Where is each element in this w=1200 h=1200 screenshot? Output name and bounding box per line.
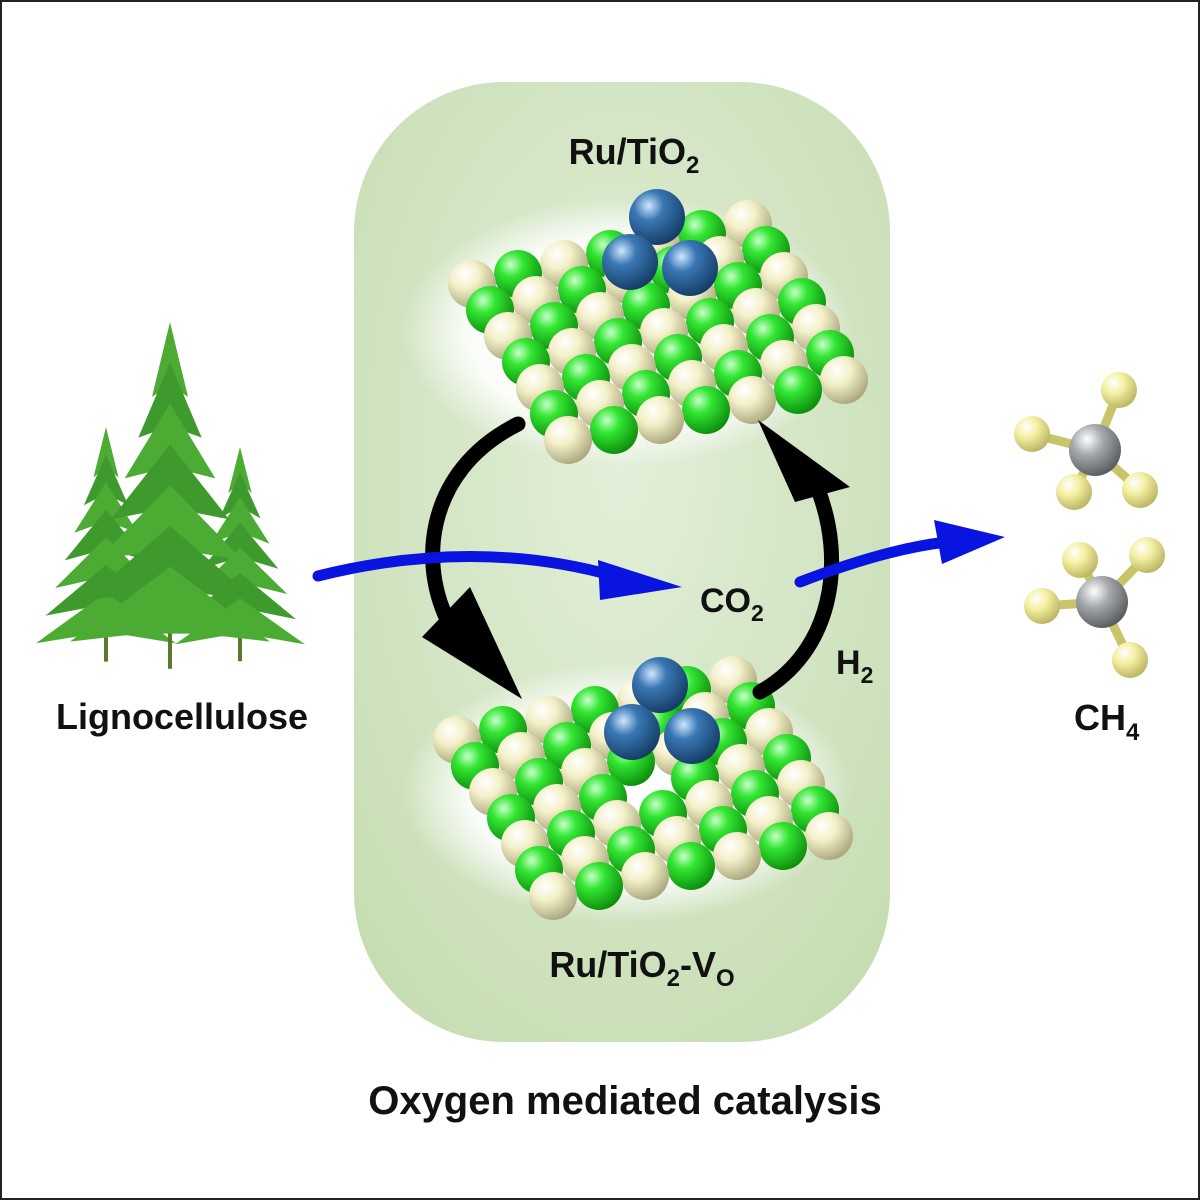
ru-atom — [604, 704, 660, 760]
feedstock-label: Lignocellulose — [56, 696, 308, 737]
tree-tier — [210, 497, 270, 544]
tree-tier — [228, 447, 252, 494]
hydrogen-atom — [1112, 642, 1148, 678]
cycle-arrow-up — [752, 479, 840, 700]
methane-molecule-icon — [1014, 372, 1158, 510]
tree-tier — [83, 454, 129, 506]
methane-molecule-icon — [1024, 537, 1165, 678]
feed-to-co2-arrow — [312, 551, 620, 582]
ru-atom — [629, 189, 685, 245]
hydrogen-atom — [1062, 542, 1098, 578]
tree-tier — [124, 403, 216, 479]
ti-atom — [682, 386, 730, 434]
ru-atom — [602, 234, 658, 290]
hydrogen-atom — [1024, 588, 1060, 624]
ti-atom — [590, 406, 638, 454]
figure-caption: Oxygen mediated catalysis — [368, 1079, 882, 1123]
ti-atom — [774, 366, 822, 414]
co2-label: CO2 — [700, 582, 764, 626]
carbon-atom — [1069, 424, 1121, 476]
catalyst-bottom-label: Ru/TiO2-VO — [549, 944, 734, 992]
hydrogen-atom — [1056, 474, 1092, 510]
top-catalyst-surface-icon — [448, 189, 868, 464]
ru-atom — [664, 708, 720, 764]
pine-tree-icon — [36, 322, 305, 669]
bottom-catalyst-surface-icon — [433, 656, 853, 920]
ti-atom — [759, 822, 807, 870]
hydrogen-atom — [1122, 472, 1158, 508]
tree-tier — [111, 444, 229, 520]
ru-atom — [632, 657, 688, 713]
co2-to-ch4-arrow — [794, 536, 953, 588]
o-atom — [529, 872, 577, 920]
o-atom — [544, 416, 592, 464]
o-atom — [713, 832, 761, 880]
tree-tier — [74, 482, 138, 533]
tree-tier — [201, 522, 279, 569]
catalyst-top-label: Ru/TiO2 — [569, 131, 700, 179]
ti-atom — [575, 862, 623, 910]
o-atom — [728, 376, 776, 424]
cycle-arrow-down — [425, 416, 526, 640]
cycle-arrow-down-head — [422, 587, 522, 699]
tree-tier — [93, 427, 119, 478]
ti-atom — [667, 842, 715, 890]
ru-atom — [662, 240, 718, 296]
h2-label: H2 — [836, 644, 873, 688]
o-atom — [621, 852, 669, 900]
ch4-label: CH4 — [1074, 697, 1140, 746]
co2-to-ch4-arrowhead — [934, 520, 1005, 564]
o-atom — [636, 396, 684, 444]
tree-tier — [70, 566, 270, 642]
tree-tier — [152, 322, 188, 397]
tree-tier — [219, 472, 261, 519]
feed-to-co2-arrowhead — [598, 560, 682, 600]
hydrogen-atom — [1014, 416, 1050, 452]
carbon-atom — [1076, 576, 1128, 628]
o-atom — [820, 356, 868, 404]
hydrogen-atom — [1129, 537, 1165, 573]
o-atom — [805, 812, 853, 860]
tree-tier — [97, 485, 243, 560]
tree-tier — [138, 362, 202, 438]
hydrogen-atom — [1101, 372, 1137, 408]
cycle-arrow-up-head — [758, 420, 850, 502]
tree-tier — [83, 526, 257, 601]
